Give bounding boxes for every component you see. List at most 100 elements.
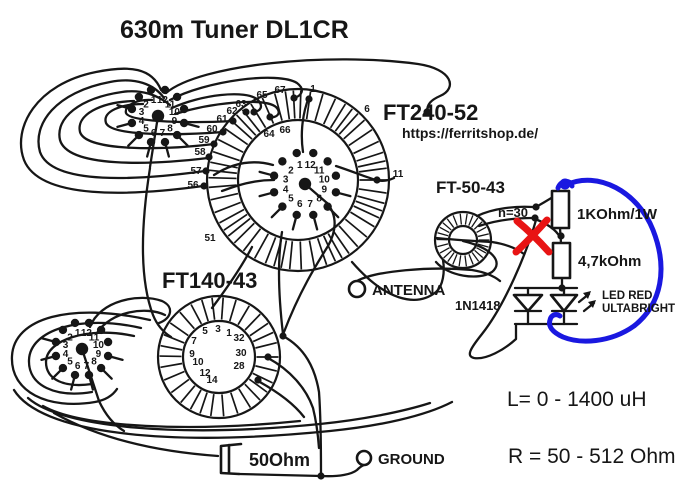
- switch-position-label: 6: [297, 199, 303, 210]
- switch-position-label: 3: [283, 174, 289, 185]
- bottom-toroid: [156, 294, 282, 420]
- switch-position-label: 5: [288, 194, 294, 205]
- antenna-label: ANTENNA: [372, 282, 445, 299]
- junction-dot: [219, 128, 227, 136]
- winding-turn-mark: [468, 254, 474, 265]
- ground-terminal: [355, 449, 373, 467]
- switch-contact-stub: [51, 369, 62, 380]
- junction-dot: [229, 117, 237, 125]
- wire-bundle-shape: [210, 245, 254, 310]
- switch-position-label: 7: [160, 128, 166, 139]
- main-toroid-label: FT240-52: [383, 100, 478, 125]
- switch-contact-dot: [179, 104, 189, 114]
- winding-turn-mark: [220, 297, 225, 320]
- winding-turn-mark: [439, 226, 450, 234]
- winding-turn-mark: [288, 241, 294, 270]
- switch-position-label: 5: [143, 124, 149, 135]
- winding-turn-mark: [238, 388, 252, 408]
- switch-wiper-arm: [80, 347, 101, 403]
- wire-bundle-shape: [434, 239, 498, 278]
- winding-turn-mark: [355, 200, 383, 212]
- winding-turn-mark: [476, 247, 487, 254]
- inductance-range-note: L= 0 - 1400 uH: [507, 388, 647, 411]
- switch-contact-dot: [292, 210, 301, 220]
- winding-turn-mark: [322, 235, 337, 262]
- wire-bundle-shape: [141, 166, 173, 339]
- junction-dot: [423, 108, 431, 116]
- tap-number-label: 3: [215, 324, 221, 335]
- winding-turn-mark: [210, 161, 238, 169]
- switch-contact-stub: [116, 122, 130, 129]
- junction-dot: [266, 113, 274, 121]
- switch-contact-stub: [88, 377, 95, 391]
- toroid-core-outline: [205, 87, 391, 273]
- switch-contact-dot: [160, 137, 170, 147]
- wire-bundle-shape: [37, 79, 207, 180]
- wire-bundle-shape: [477, 216, 534, 228]
- winding-turn-mark: [244, 313, 261, 331]
- switch-contact-stub: [258, 170, 272, 176]
- ground-terminal-shape: [355, 449, 373, 467]
- switch-position-label: 12: [157, 95, 169, 106]
- tap-number-label: 58: [194, 147, 206, 158]
- blue-highlight-wire-shape: [547, 177, 664, 344]
- winding-turn-mark: [214, 201, 242, 214]
- winding-turn-mark: [190, 304, 203, 325]
- wire-bundle-shape: [12, 388, 454, 439]
- tap-number-label: 11: [393, 169, 404, 180]
- switch-contact-stub: [178, 136, 189, 147]
- winding-turn-mark: [200, 299, 209, 322]
- switch-position-label: 3: [139, 107, 145, 118]
- winding-turn-mark: [244, 383, 261, 401]
- winding-turn-mark: [464, 255, 468, 267]
- winding-turn-mark: [280, 240, 288, 269]
- junction-dot: [250, 108, 258, 116]
- wire-bundle-shape: [58, 90, 210, 164]
- switch-contact-dot: [51, 351, 61, 361]
- resistance-range-note: R = 50 - 512 Ohm: [508, 445, 676, 468]
- tap-number-label: 28: [233, 361, 245, 372]
- switch-contact-dot: [51, 337, 61, 347]
- winding-turn-mark: [343, 119, 366, 140]
- toroid-core-outline: [181, 319, 257, 395]
- junction-dot: [290, 94, 298, 102]
- winding-turn-mark: [252, 372, 273, 384]
- winding-turn-mark: [299, 241, 303, 270]
- switch-position-label: 10: [93, 340, 105, 351]
- switch-contact-dot: [58, 325, 68, 335]
- wire-bundle-shape: [220, 178, 276, 193]
- winding-turn-mark: [219, 208, 245, 224]
- wire-bundle-shape: [164, 58, 451, 114]
- junction-dot: [557, 232, 565, 240]
- switch-position-label: 11: [89, 332, 100, 343]
- switch-position-label: 6: [75, 361, 81, 372]
- switch-contact-dot: [292, 148, 301, 158]
- switch-contact-stub: [40, 336, 54, 343]
- switch-contact-stub: [164, 144, 171, 158]
- winding-turn-mark: [437, 232, 449, 237]
- tap-number-label: 6: [364, 104, 370, 115]
- wire-bundle-shape: [41, 404, 302, 429]
- winding-turn-mark: [452, 254, 458, 265]
- winding-turn-mark: [473, 221, 483, 230]
- winding-turn-mark: [180, 385, 196, 404]
- winding-turn-mark: [163, 333, 185, 344]
- winding-turn-mark: [358, 188, 387, 194]
- winding-turn-mark: [255, 341, 277, 349]
- wire-bundle-shape: [124, 98, 235, 124]
- resistor-2-label: 4,7kOhm: [578, 253, 641, 270]
- tap-number-label: 14: [206, 375, 218, 386]
- switch-position-label: 10: [319, 174, 331, 185]
- junction-dot: [264, 353, 272, 361]
- tap-number-label: 1: [226, 328, 232, 339]
- winding-turn-mark: [474, 249, 484, 259]
- wire-bundle-shape: [256, 379, 306, 419]
- winding-turn-mark: [208, 169, 237, 175]
- wire-bundle-shape: [237, 472, 323, 478]
- switch-contact-dot: [331, 188, 341, 197]
- switch-position-label: 8: [316, 194, 322, 205]
- led-label-line2: ULTABRIGHT: [602, 303, 675, 315]
- tap-number-label: 64: [263, 129, 275, 140]
- switch-contact-stub: [270, 208, 281, 219]
